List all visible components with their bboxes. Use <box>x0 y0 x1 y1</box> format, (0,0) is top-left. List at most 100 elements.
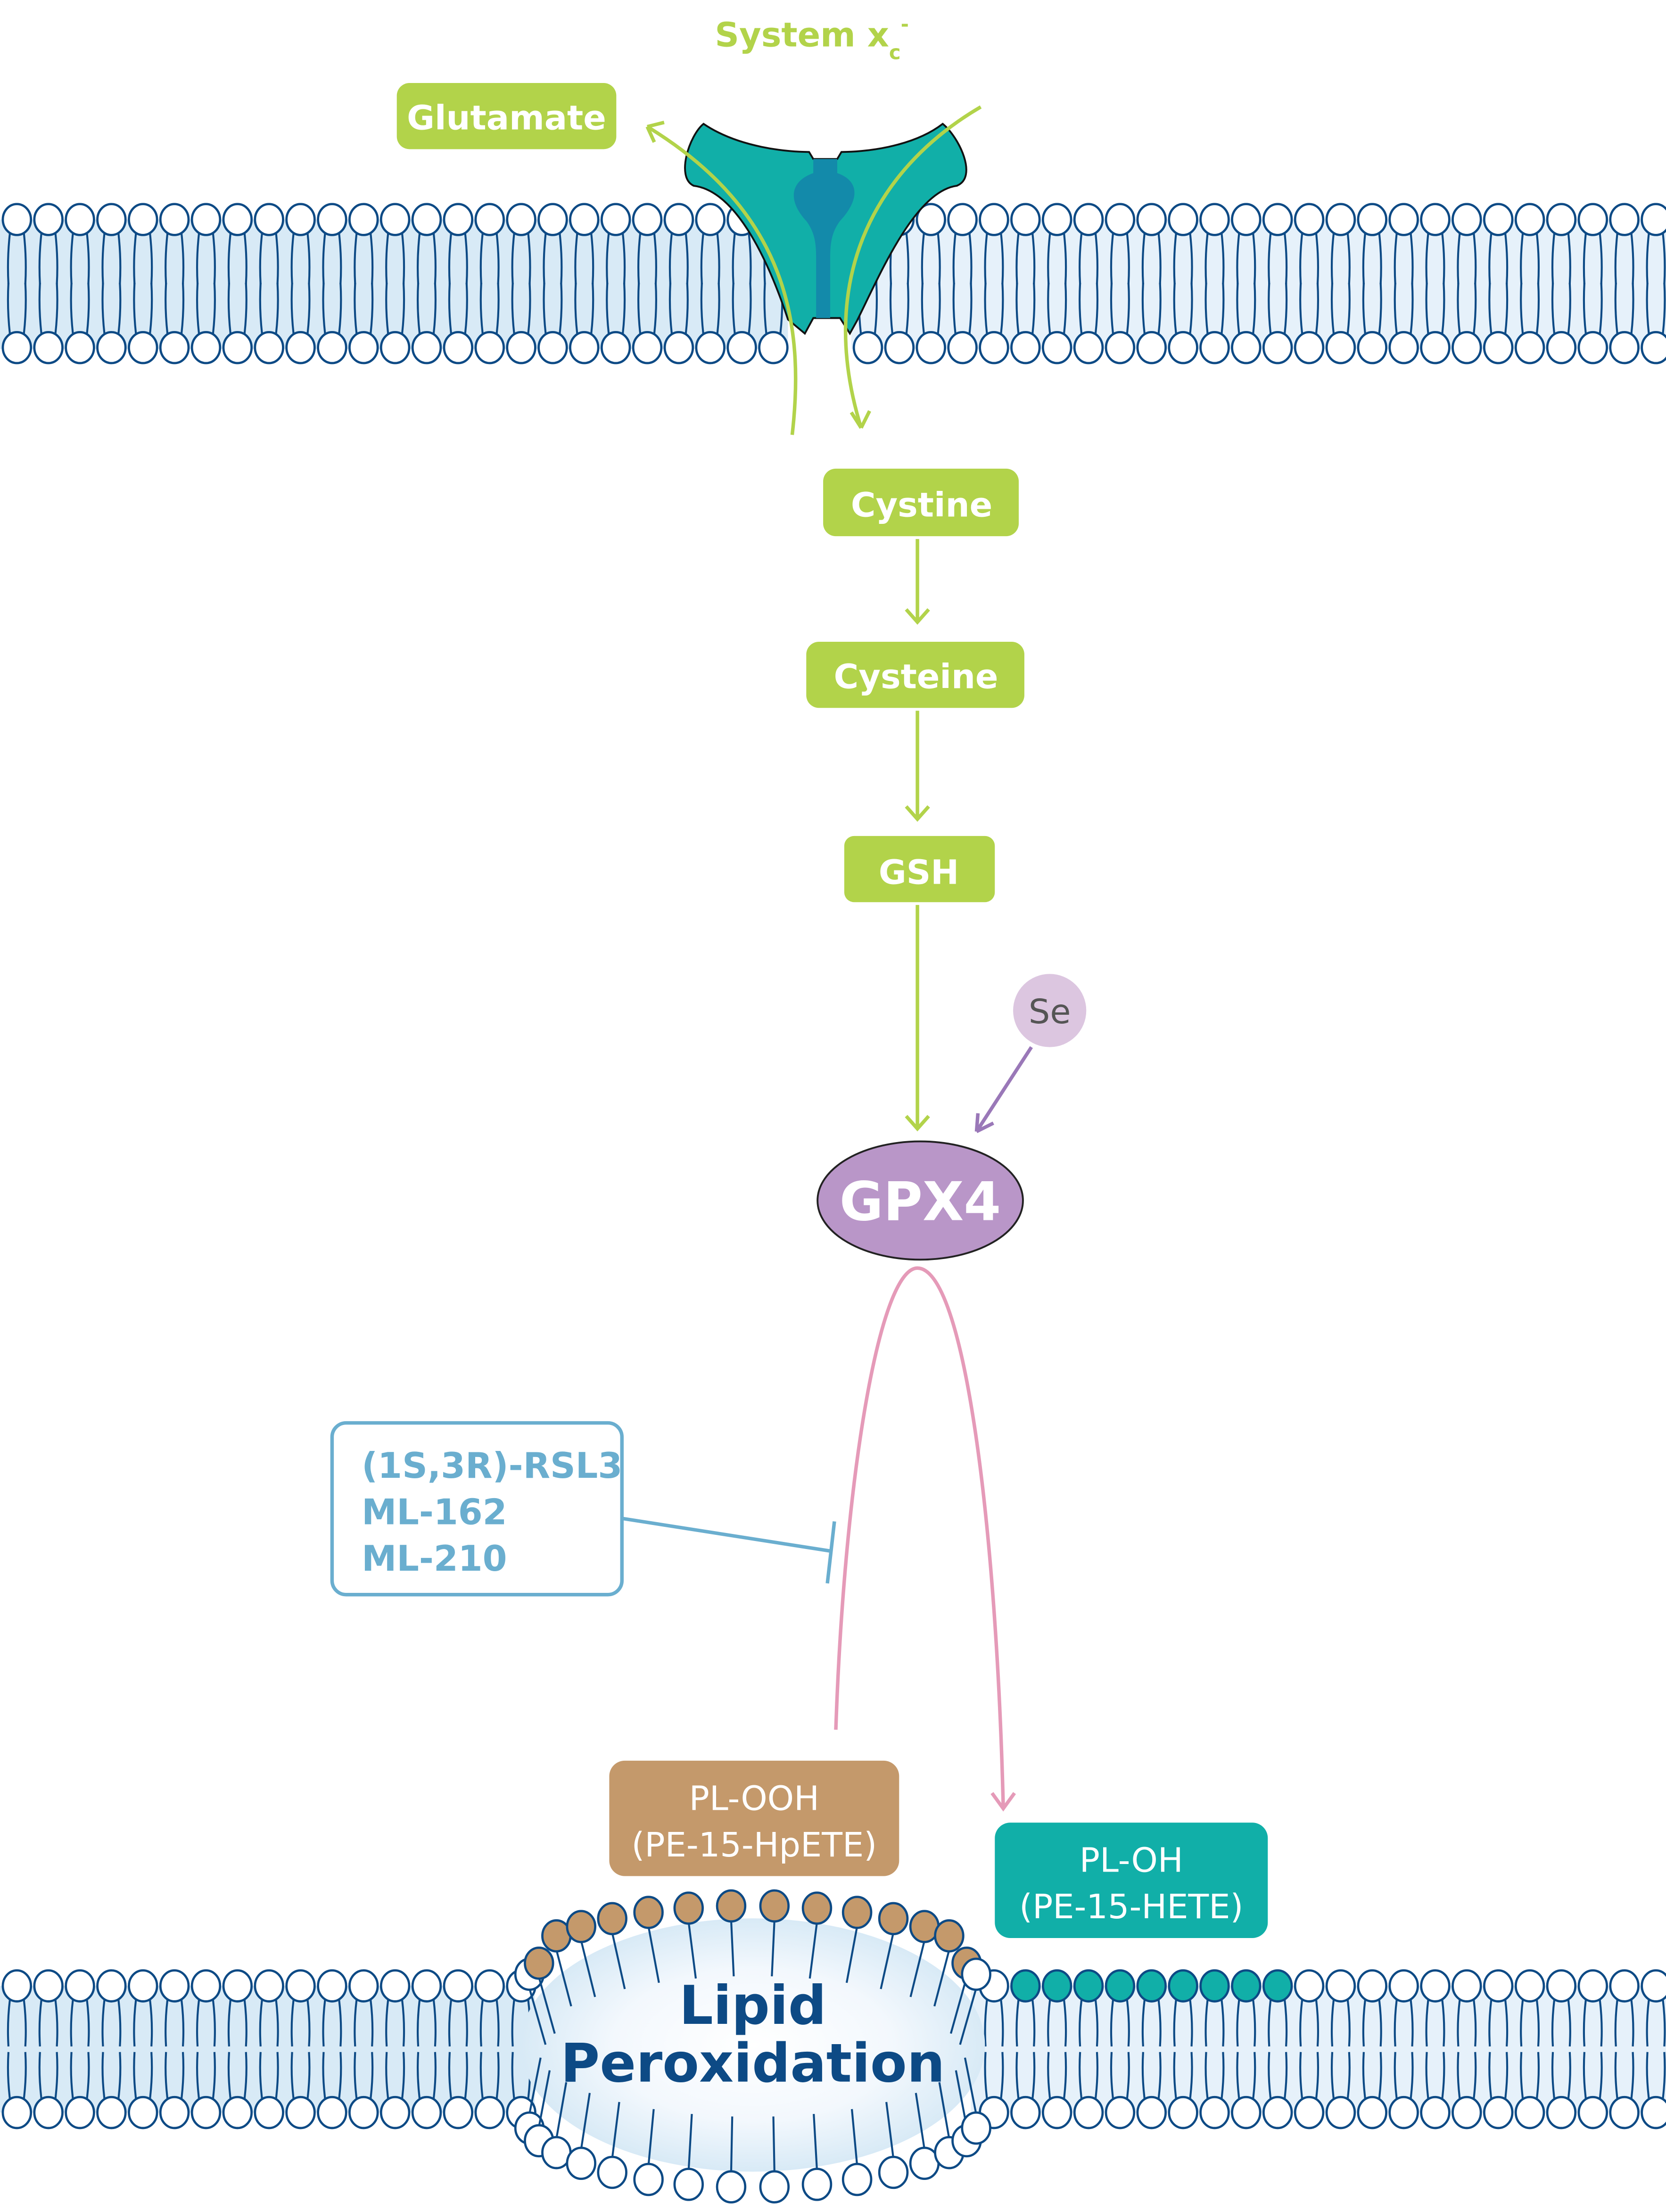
lipid-tail <box>1236 2052 1256 2099</box>
lipid-tail <box>479 233 500 284</box>
lipid-tail <box>1141 2052 1162 2099</box>
lipid-head <box>1546 203 1577 236</box>
lipid-tail <box>133 2052 153 2099</box>
lipid-tail <box>1520 2052 1540 2099</box>
lipid-tail <box>1520 282 1540 334</box>
lipid-head <box>1010 203 1041 236</box>
lipid-tail <box>1646 2052 1666 2099</box>
lipid-head <box>1231 1969 1262 2003</box>
lipid-head <box>443 203 474 236</box>
system-xc-transporter <box>684 123 967 336</box>
lipid-tail <box>259 282 279 334</box>
lipid-tail <box>448 282 468 334</box>
lipid-tail <box>1520 233 1540 284</box>
lipid-head <box>222 2096 253 2129</box>
lipid-head <box>1325 203 1356 236</box>
lipid-head <box>506 331 536 365</box>
lipid-tail <box>259 233 279 284</box>
lipid-tail <box>7 233 27 284</box>
lipid-head <box>1136 203 1167 236</box>
lipid-tail <box>1583 2000 1603 2046</box>
lipid-head <box>1041 331 1072 365</box>
lipid-head <box>474 203 505 236</box>
lipid-head <box>1641 1969 1666 2003</box>
lipid-head <box>1 331 33 365</box>
lipid-tail <box>771 1920 775 1977</box>
lipid-tail <box>1047 233 1067 284</box>
lipid-tail <box>984 2000 1004 2046</box>
lipid-tail <box>543 282 563 334</box>
lipid-head <box>159 2096 190 2129</box>
lipid-head <box>673 2168 704 2201</box>
lipid-tail <box>322 2052 342 2099</box>
lipid-head <box>285 203 316 236</box>
lipid-tail <box>227 2052 247 2099</box>
lipid-tail <box>611 2102 620 2159</box>
lipid-head <box>1262 331 1293 365</box>
lipid-tail <box>647 2109 655 2166</box>
lipid-tail <box>1646 282 1666 334</box>
lipid-tail <box>1236 233 1256 284</box>
lipid-tail <box>1646 2000 1666 2046</box>
lipid-tail <box>1362 233 1382 284</box>
lipid-head <box>159 331 190 365</box>
lipid-head <box>1609 331 1640 365</box>
lipid-tail <box>700 282 720 334</box>
lipid-tail <box>101 2000 122 2046</box>
lipid-tail <box>7 282 27 334</box>
lipid-tail <box>448 2052 468 2099</box>
lipid-tail <box>952 282 973 334</box>
lipid-tail <box>38 2052 58 2099</box>
lipid-tail <box>1488 282 1509 334</box>
lipid-head <box>411 2096 442 2129</box>
lipid-tail <box>165 2000 185 2046</box>
lipid-head <box>65 1969 95 2003</box>
lipid-tail <box>637 282 657 334</box>
lipid-head <box>1136 2096 1167 2129</box>
lipid-head <box>1546 1969 1577 2003</box>
lipid-head <box>317 1969 347 2003</box>
gpx4-label: GPX4 <box>840 1171 1001 1233</box>
inhibitors-box: (1S,3R)-RSL3 ML-162 ML-210 <box>330 1421 624 1597</box>
lipid-head <box>411 331 442 365</box>
lipid-head <box>1294 203 1325 236</box>
lipid-head <box>317 2096 347 2129</box>
lipid-tail <box>322 282 342 334</box>
lipid-head <box>1577 203 1608 236</box>
lipid-head <box>1105 1969 1136 2003</box>
lipid-head <box>348 2096 379 2129</box>
cystine-import-arrow <box>843 105 982 429</box>
lipid-tail <box>772 2116 775 2173</box>
lipid-tail <box>1141 2000 1162 2046</box>
lipid-tail <box>808 1922 818 1979</box>
pl-oh-node: PL-OH (PE-15-HETE) <box>995 1823 1268 1938</box>
lipid-head <box>759 1889 790 1923</box>
inhibitor-ml210: ML-210 <box>362 1538 507 1579</box>
lipid-head <box>1325 2096 1356 2129</box>
lipid-tail <box>196 282 216 334</box>
lipid-head <box>1357 331 1388 365</box>
membrane-band <box>851 219 1666 349</box>
gsh-to-gpx4-arrow <box>905 905 930 1132</box>
lipid-head <box>569 331 600 365</box>
lipid-tail <box>259 2052 279 2099</box>
lipid-tail <box>1520 2000 1540 2046</box>
lipid-tail <box>479 2052 500 2099</box>
lipid-tail <box>1488 2000 1509 2046</box>
lipid-head <box>128 1969 158 2003</box>
lipid-tail <box>1614 2052 1634 2099</box>
lipid-head <box>1 2096 33 2129</box>
lipid-tail <box>984 2052 1004 2099</box>
lipid-tail <box>101 2052 122 2099</box>
lipid-tail <box>1047 2052 1067 2099</box>
lipid-tail <box>1425 233 1445 284</box>
cystine-to-cysteine-arrow <box>905 539 930 625</box>
lipid-tail <box>38 233 58 284</box>
lipid-tail <box>354 2000 374 2046</box>
lipid-head <box>348 1969 379 2003</box>
lipid-tail <box>668 233 689 284</box>
lipid-head <box>801 2168 833 2201</box>
lipid-tail <box>1141 233 1162 284</box>
lipid-head <box>1577 2096 1608 2129</box>
lipid-tail <box>949 1977 968 2034</box>
